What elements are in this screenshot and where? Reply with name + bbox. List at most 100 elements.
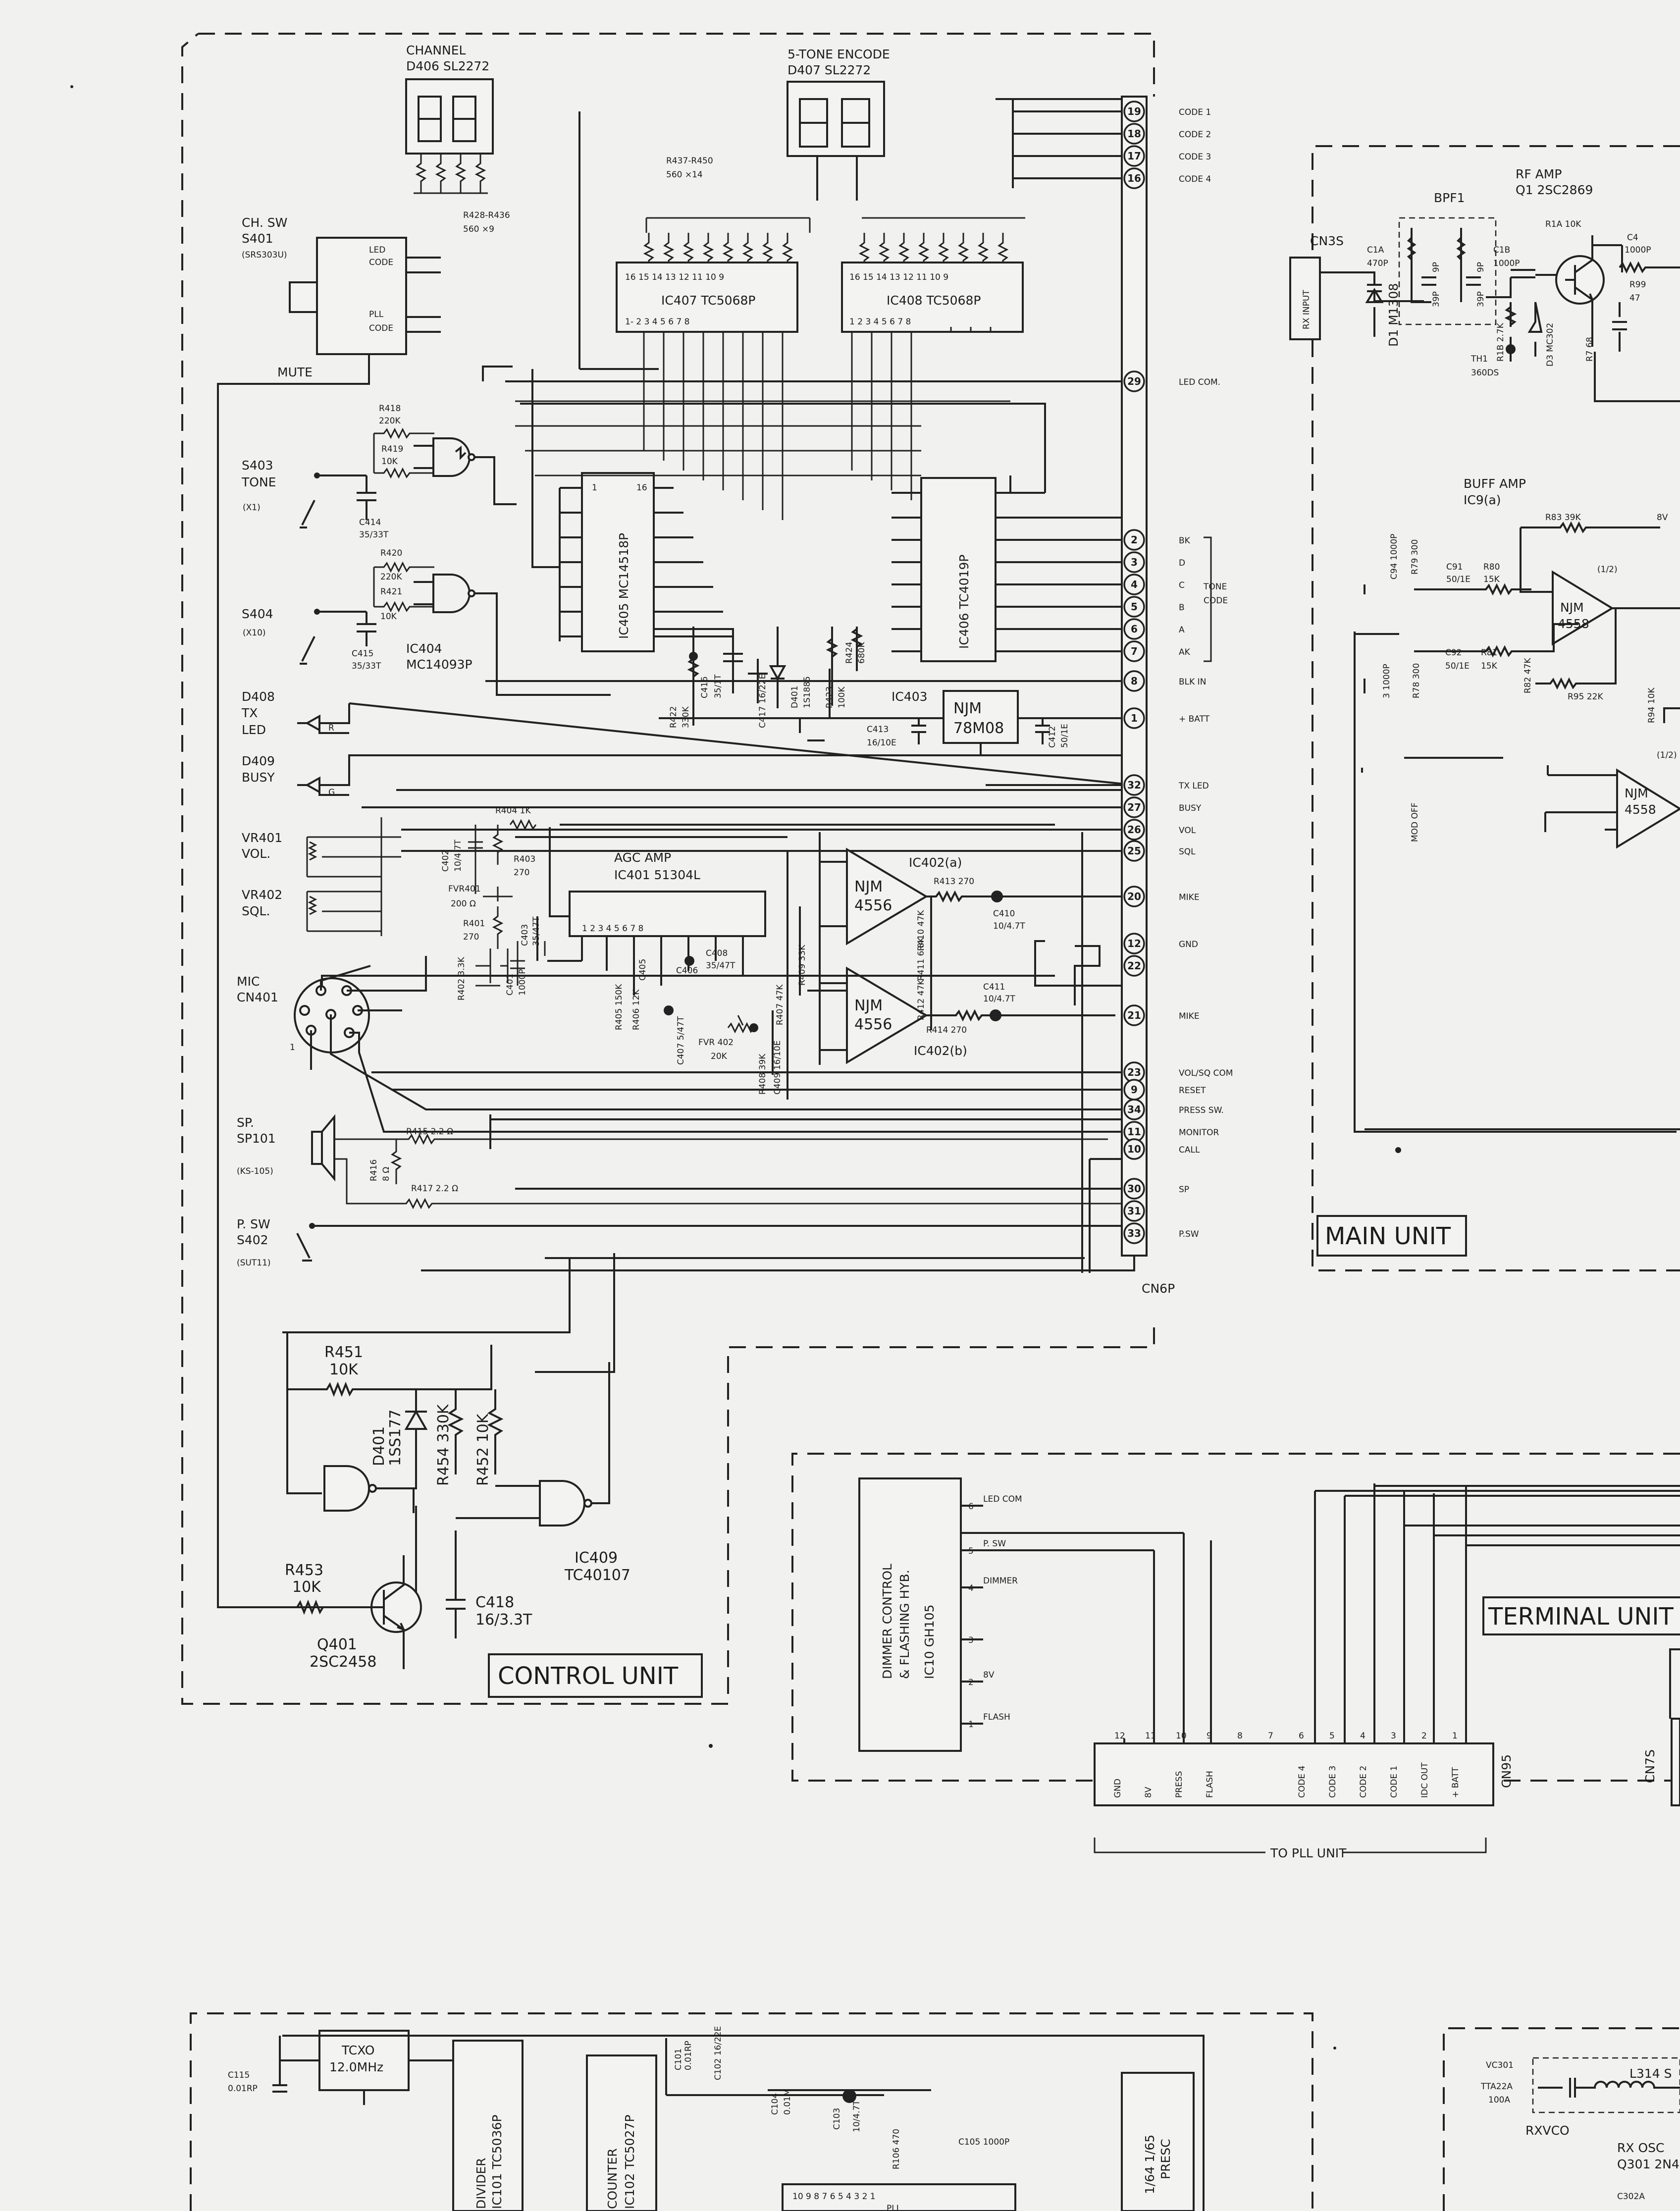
psw-contact xyxy=(309,1223,315,1229)
five-tone-leads xyxy=(816,156,858,201)
tcxo-value: 12.0MHz xyxy=(329,2060,383,2074)
c410-label: C410 xyxy=(993,909,1015,919)
resistor-array-ic407 xyxy=(643,217,811,270)
chsw-code-label: CODE xyxy=(369,258,393,267)
r401-value: 270 xyxy=(463,932,479,942)
psw-switch xyxy=(296,1225,1134,1262)
c402-value: 10/4.7T xyxy=(453,840,463,872)
cn6p-pin-21 xyxy=(1123,1004,1145,1026)
ic404-label: IC404 xyxy=(406,641,442,656)
mic-wires xyxy=(310,956,1134,1133)
ic408-pins-top: 16 15 14 13 12 11 10 9 xyxy=(849,272,948,282)
mute-label: MUTE xyxy=(277,365,313,379)
control-unit: CONTROL UNIT CHANNEL D406 SL2272 R428-R4… xyxy=(181,33,1233,1705)
rf-amp-label: RF AMP xyxy=(1516,167,1562,181)
r428-value: 560 ×9 xyxy=(463,224,494,234)
sp-model: (KS-105) xyxy=(237,1166,273,1176)
cn6p-pin-30 xyxy=(1123,1178,1145,1200)
c416-value: 35/1T xyxy=(713,674,723,698)
cn6p-pin-label: BK xyxy=(1179,536,1191,546)
ic408-label: IC408 TC5068P xyxy=(887,293,981,308)
cn6p-pin-17 xyxy=(1123,145,1145,167)
rxvco-name: RXVCO xyxy=(1525,2123,1570,2138)
d408-ref: D408 xyxy=(242,689,275,704)
cn6p-pin-label: CODE 4 xyxy=(1179,174,1211,184)
d409-color: G xyxy=(328,788,335,797)
r403-value: 270 xyxy=(514,868,529,878)
r454-label: R454 330K xyxy=(435,1404,452,1486)
cn6p-pin-number: 22 xyxy=(1127,960,1141,972)
r81-label: R81 xyxy=(1481,648,1497,658)
r437-label: R437-R450 xyxy=(666,156,713,166)
ic101-divider: DIVIDER xyxy=(474,2158,488,2209)
cn6p-pin-label: GND xyxy=(1179,940,1198,949)
s404-contact xyxy=(314,609,320,615)
mic-name: MIC xyxy=(237,974,260,989)
c104-value: 0.01M xyxy=(783,2089,792,2115)
mic-pin-labels: 1 xyxy=(290,1043,295,1053)
cn6p-pin-label: SQL xyxy=(1179,847,1196,857)
cn6p-pin-number: 8 xyxy=(1131,675,1138,687)
cn6p-pin-number: 3 xyxy=(1131,556,1138,568)
d401-label: D401 xyxy=(370,1426,388,1466)
s404-x: (X10) xyxy=(243,628,266,638)
r415-label: R415 2.2 Ω xyxy=(406,1127,453,1137)
r419-value: 10K xyxy=(381,457,398,467)
ic402a-triangle xyxy=(846,847,928,946)
presc-label-2: PRESC xyxy=(1158,2139,1173,2179)
r428-label: R428-R436 xyxy=(463,211,510,220)
r420-value: 220K xyxy=(380,572,402,582)
cn6p-pin-25 xyxy=(1123,840,1145,862)
cn6p-pin-number: 1 xyxy=(1131,712,1138,724)
ic407-body xyxy=(616,262,798,333)
pll-wires xyxy=(272,2035,1205,2211)
d401a-value: 1S1885 xyxy=(802,676,812,708)
ic409-label: IC409 xyxy=(575,1549,618,1567)
c92-value: 50/1E xyxy=(1445,661,1470,671)
cn6p-pin-label: BLK IN xyxy=(1179,677,1206,687)
d409-busy: BUSY xyxy=(242,770,275,785)
c408-dot xyxy=(749,1023,758,1032)
cn6p-pin-label: A xyxy=(1179,625,1185,635)
ic402a-label: IC402(a) xyxy=(909,855,962,870)
terminal-unit-title-box xyxy=(1482,1596,1680,1635)
cn6p-pin-number: 21 xyxy=(1127,1009,1141,1021)
rf-input-network xyxy=(1320,228,1565,337)
cn95-pin-number: 6 xyxy=(1299,1731,1304,1741)
bpf1-label: BPF1 xyxy=(1434,191,1465,205)
resistor-array-ic408 xyxy=(858,217,1025,270)
tone-code-label: TONE xyxy=(1203,582,1227,592)
five-tone-label: 5-TONE ENCODE xyxy=(788,47,890,61)
channel-part: D406 SL2272 xyxy=(406,59,489,73)
ic402a-output xyxy=(926,890,1140,903)
vr402-ref: VR402 xyxy=(242,888,282,902)
ic402b-output xyxy=(926,1009,1115,1022)
cn95-pin-number: 3 xyxy=(1391,1731,1396,1741)
control-bottom-wires xyxy=(282,832,1135,1373)
cn6p-pin-label: VOL/SQ COM xyxy=(1179,1068,1233,1078)
cn6p-pin-34 xyxy=(1123,1099,1145,1120)
tone-code-label-2: CODE xyxy=(1204,596,1228,606)
cn6p-pin-number: 31 xyxy=(1127,1205,1141,1217)
cn6p-pin-number: 33 xyxy=(1127,1227,1141,1239)
c414-label: C414 xyxy=(359,518,381,527)
chsw-ref: S401 xyxy=(242,231,273,246)
ic404-gate-upper xyxy=(414,437,517,505)
chsw-knob xyxy=(289,281,318,313)
r407-label: R407 47K xyxy=(775,984,785,1025)
p39b: 39P xyxy=(1476,291,1486,307)
bpf1-box xyxy=(1398,217,1497,325)
ic409-gate-right-wires xyxy=(456,1362,610,1519)
r417-resistor xyxy=(334,1158,1125,1210)
cn95-pin-label: CODE 3 xyxy=(1328,1766,1338,1798)
ic407-pins-bottom: 1- 2 3 4 5 6 7 8 xyxy=(625,317,690,327)
ic401-wires xyxy=(547,827,744,996)
r94-label: R94 10K xyxy=(1647,687,1657,723)
bus-grid-wires xyxy=(515,327,1010,520)
ic403-reg-name: NJM xyxy=(953,700,982,717)
c405-label: C405 xyxy=(638,959,648,981)
r422-label: R422 xyxy=(669,706,679,728)
q401-leads xyxy=(367,1555,406,1669)
d409-diode xyxy=(297,770,350,796)
